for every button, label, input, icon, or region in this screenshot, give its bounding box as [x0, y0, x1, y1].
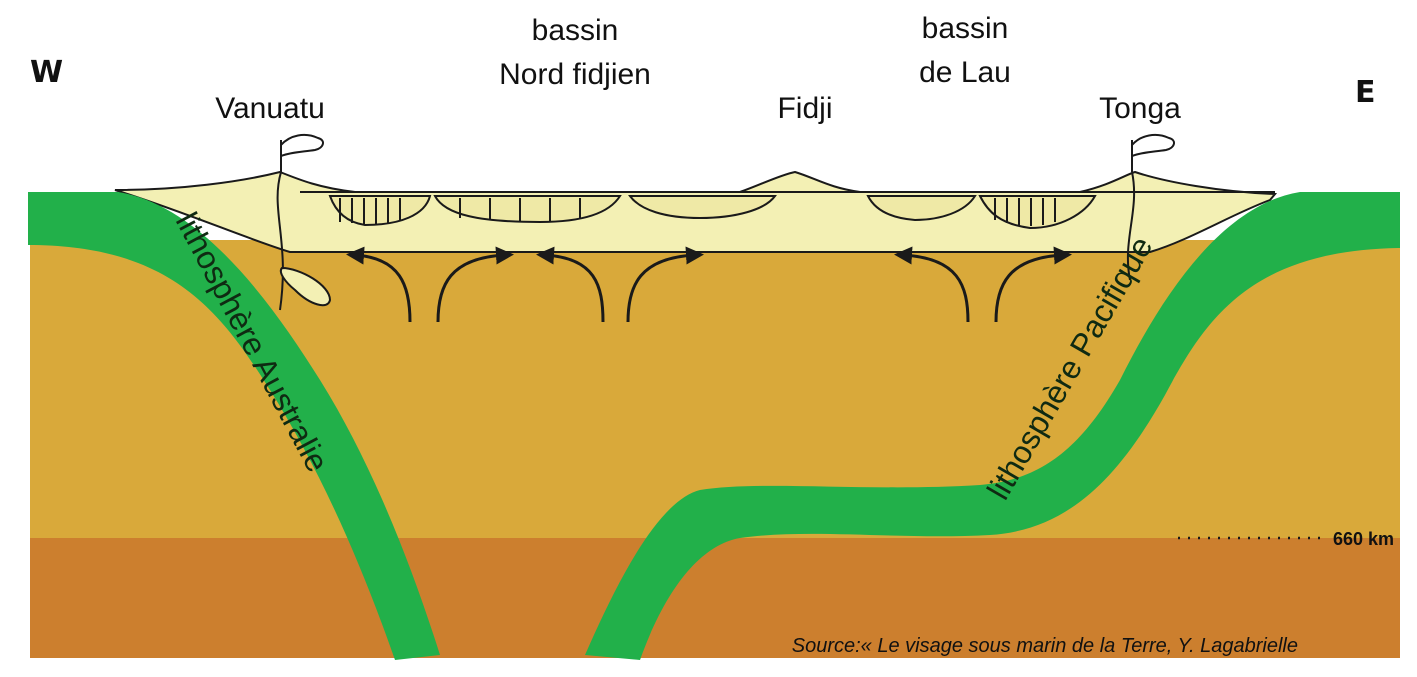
tonga-label: Tonga — [1099, 92, 1181, 125]
vanuatu-plume-icon — [281, 135, 323, 172]
basin-lau-line2: de Lau — [919, 56, 1011, 89]
west-label: W — [30, 55, 63, 90]
basin-lau-line1: bassin — [922, 12, 1009, 45]
source-caption: Source:« Le visage sous marin de la Terr… — [792, 635, 1298, 657]
basin-north-fiji-line2: Nord fidjien — [499, 58, 651, 91]
vanuatu-label: Vanuatu — [215, 92, 325, 125]
tonga-plume-icon — [1132, 135, 1174, 172]
basin-north-fiji-line1: bassin — [532, 14, 619, 47]
fiji-label: Fidji — [777, 92, 832, 125]
depth-660-label: 660 km — [1333, 529, 1394, 549]
east-label: E — [1355, 75, 1376, 110]
